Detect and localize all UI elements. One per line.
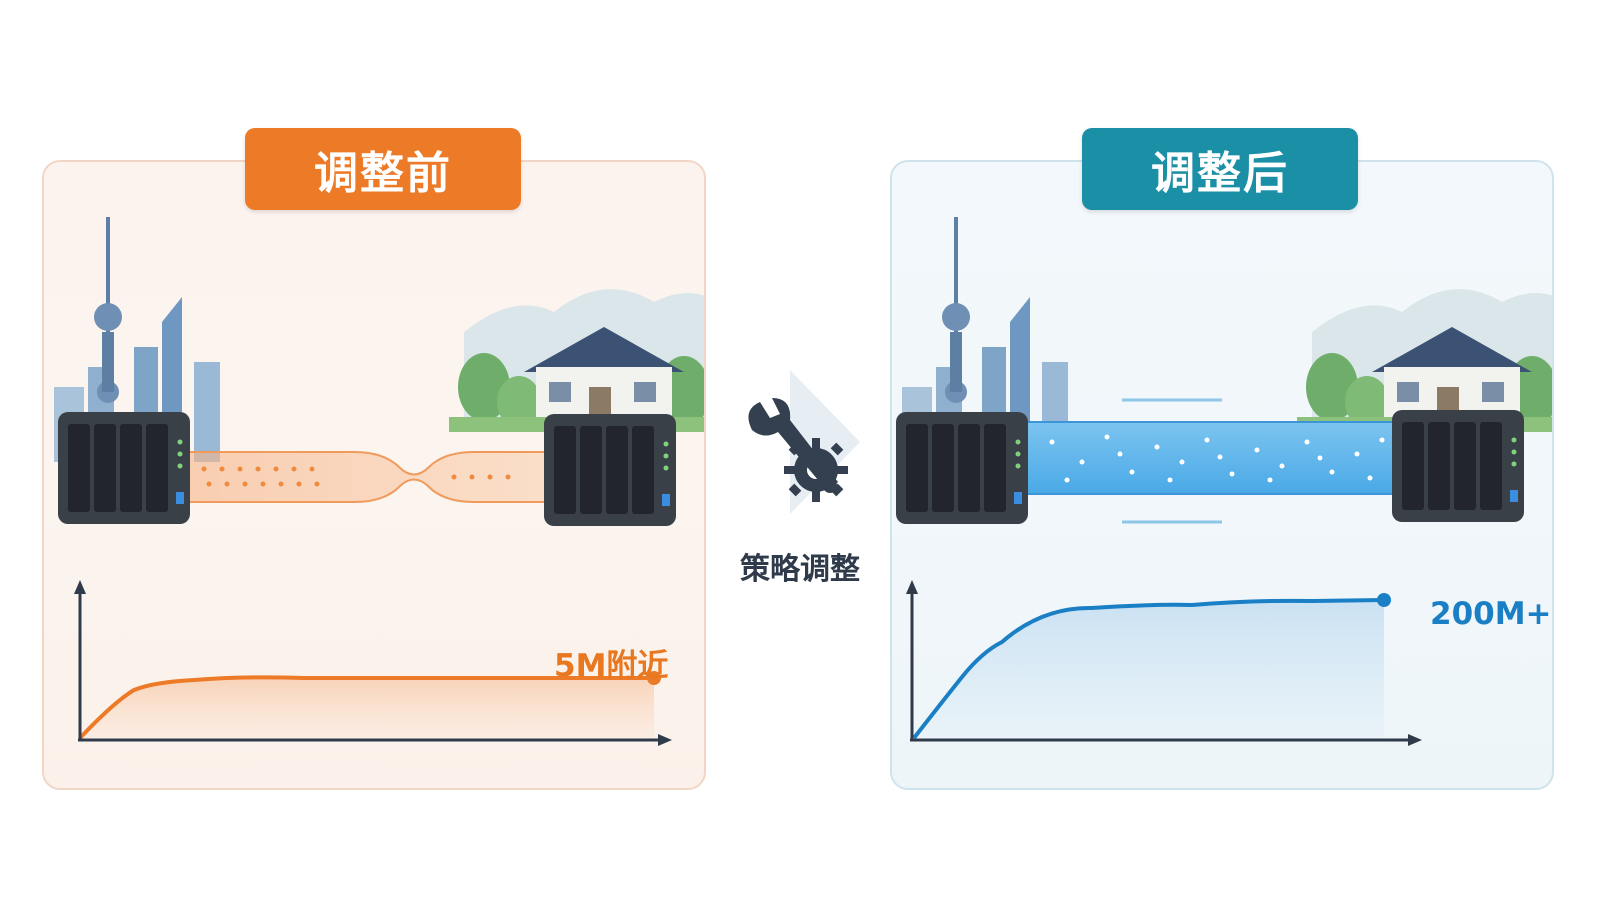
nas-server-icon xyxy=(544,414,676,526)
nas-server-icon xyxy=(1392,410,1524,522)
throughput-chart-before xyxy=(74,580,672,746)
after-panel xyxy=(890,160,1554,790)
before-title: 调整前 xyxy=(314,148,452,199)
bandwidth-pipe-narrow xyxy=(183,451,555,503)
bandwidth-pipe-wide xyxy=(1026,398,1408,524)
before-title-badge: 调整前 xyxy=(245,128,521,210)
before-panel xyxy=(42,160,706,790)
nas-server-icon xyxy=(896,412,1028,524)
after-scene xyxy=(896,217,1552,746)
after-title-badge: 调整后 xyxy=(1082,128,1358,210)
before-scene xyxy=(54,217,704,746)
after-title: 调整后 xyxy=(1151,148,1289,199)
throughput-chart-after xyxy=(906,580,1422,746)
nas-server-icon xyxy=(58,412,190,524)
strategy-adjust-label: 策略调整 xyxy=(740,552,860,587)
after-value-label: 200M+ xyxy=(1430,596,1552,632)
before-value-label: 5M附近 xyxy=(554,648,669,684)
wrench-gear-icon xyxy=(748,370,860,514)
